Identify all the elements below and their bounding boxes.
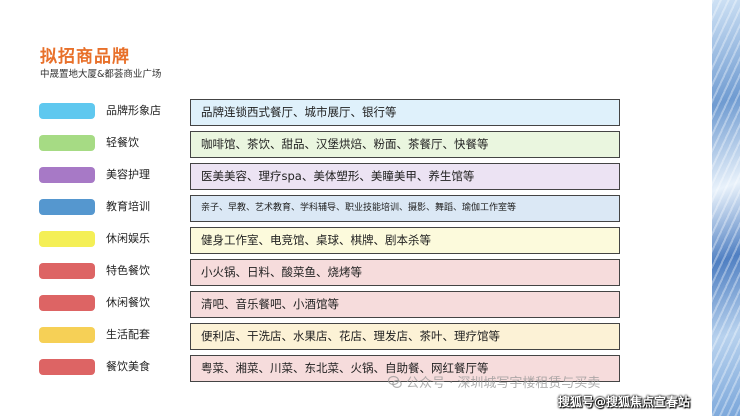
category-label: 教育培训 (106, 200, 150, 213)
category-content: 清吧、音乐餐吧、小酒馆等 (190, 291, 620, 318)
table-row: 餐饮美食 粤菜、湘菜、川菜、东北菜、火锅、自助餐、网红餐厅等 (0, 355, 740, 382)
category-label: 餐饮美食 (106, 360, 150, 373)
category-label: 美容护理 (106, 168, 150, 181)
category-content: 健身工作室、电竞馆、桌球、棋牌、剧本杀等 (190, 227, 620, 254)
table-row: 休闲餐饮 清吧、音乐餐吧、小酒馆等 (0, 291, 740, 318)
color-swatch (39, 359, 95, 375)
category-content: 品牌连锁西式餐厅、城市展厅、银行等 (190, 99, 620, 126)
category-label: 休闲餐饮 (106, 296, 150, 309)
watermark-text: 公众号 · 深圳城写字楼租赁与买卖 (406, 376, 601, 391)
color-swatch (39, 167, 95, 183)
category-label: 特色餐饮 (106, 264, 150, 277)
category-content: 小火锅、日料、酸菜鱼、烧烤等 (190, 259, 620, 286)
category-content: 亲子、早教、艺术教育、学科辅导、职业技能培训、摄影、舞蹈、瑜伽工作室等 (190, 195, 620, 222)
table-row: 美容护理 医美美容、理疗spa、美体塑形、美瞳美甲、养生馆等 (0, 163, 740, 190)
page-subtitle: 中晟置地大厦&都荟商业广场 (40, 69, 162, 80)
wechat-icon (387, 375, 402, 389)
table-row: 生活配套 便利店、干洗店、水果店、花店、理发店、茶叶、理疗馆等 (0, 323, 740, 350)
color-swatch (39, 327, 95, 343)
source-credit: 搜狐号@搜狐焦点宣春站 (558, 395, 691, 409)
category-label: 休闲娱乐 (106, 232, 150, 245)
table-row: 教育培训 亲子、早教、艺术教育、学科辅导、职业技能培训、摄影、舞蹈、瑜伽工作室等 (0, 195, 740, 222)
decorative-side-image (712, 0, 740, 416)
table-row: 特色餐饮 小火锅、日料、酸菜鱼、烧烤等 (0, 259, 740, 286)
category-content: 便利店、干洗店、水果店、花店、理发店、茶叶、理疗馆等 (190, 323, 620, 350)
color-swatch (39, 199, 95, 215)
color-swatch (39, 103, 95, 119)
page-title: 拟招商品牌 (40, 47, 130, 67)
color-swatch (39, 295, 95, 311)
category-label: 生活配套 (106, 328, 150, 341)
watermark: 公众号 · 深圳城写字楼租赁与买卖 (387, 372, 601, 391)
table-row: 轻餐饮 咖啡馆、茶饮、甜品、汉堡烘焙、粉面、茶餐厅、快餐等 (0, 131, 740, 158)
table-row: 休闲娱乐 健身工作室、电竞馆、桌球、棋牌、剧本杀等 (0, 227, 740, 254)
color-swatch (39, 231, 95, 247)
color-swatch (39, 135, 95, 151)
category-content: 医美美容、理疗spa、美体塑形、美瞳美甲、养生馆等 (190, 163, 620, 190)
category-label: 品牌形象店 (106, 104, 161, 117)
category-label: 轻餐饮 (106, 136, 139, 149)
table-row: 品牌形象店 品牌连锁西式餐厅、城市展厅、银行等 (0, 99, 740, 126)
color-swatch (39, 263, 95, 279)
category-content: 咖啡馆、茶饮、甜品、汉堡烘焙、粉面、茶餐厅、快餐等 (190, 131, 620, 158)
category-content: 粤菜、湘菜、川菜、东北菜、火锅、自助餐、网红餐厅等 (190, 355, 620, 382)
